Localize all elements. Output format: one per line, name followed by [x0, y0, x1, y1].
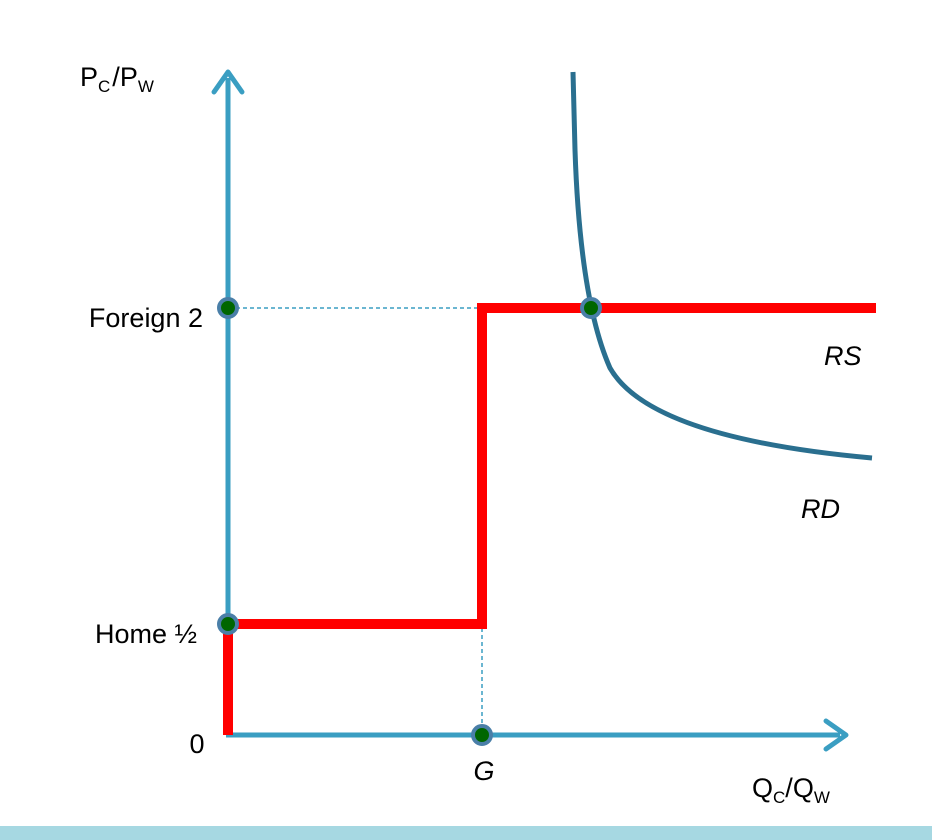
x-axis-arrowhead: [823, 718, 849, 752]
x-axis-label: QC/QW: [752, 773, 830, 807]
foreign-price-point: [217, 297, 239, 319]
rd-label: RD: [801, 494, 840, 524]
y-axis-arrowhead: [211, 69, 245, 95]
rs-curve: [223, 303, 876, 735]
rs-label: RS: [824, 341, 862, 371]
rd-curve: [570, 71, 873, 461]
home-tick-label: Home ½: [95, 619, 197, 649]
g-point: [471, 724, 493, 746]
footer-bar: [0, 826, 932, 840]
home-price-point: [217, 613, 239, 635]
equilibrium-point: [580, 297, 602, 319]
origin-label: 0: [189, 729, 204, 759]
foreign-tick-label: Foreign 2: [89, 303, 203, 333]
g-tick-label: G: [473, 756, 494, 786]
y-axis-label: PC/PW: [80, 62, 154, 96]
